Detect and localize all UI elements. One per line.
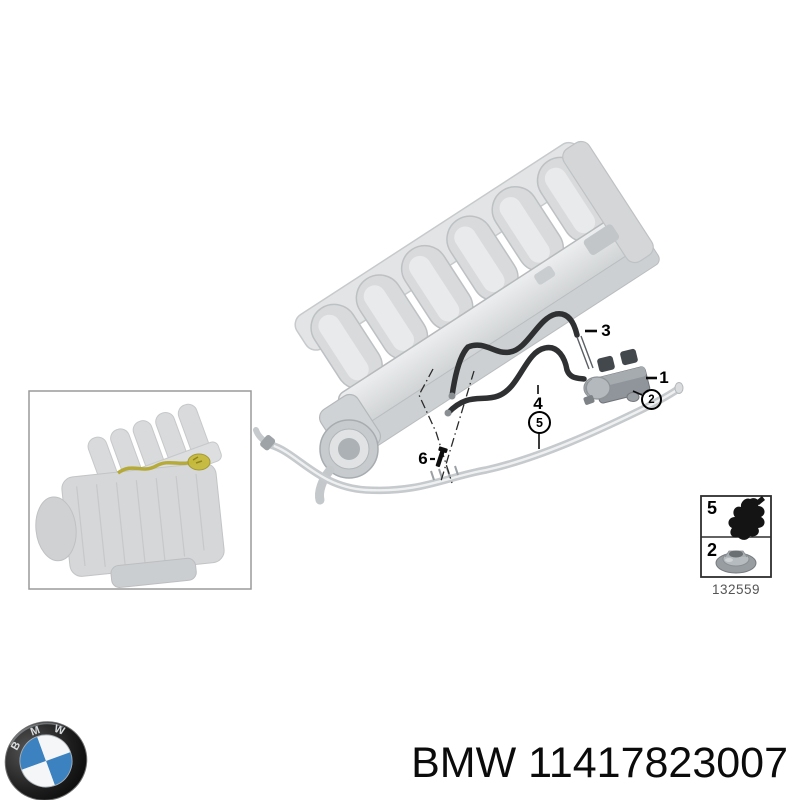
callout-6: 6: [418, 449, 428, 468]
engine-thumbnail: [35, 403, 225, 588]
vacuum-hose-3: [448, 311, 594, 400]
locator-lines: [418, 368, 475, 484]
cable-clip-icon: [728, 496, 765, 540]
callout-3: 3: [601, 321, 611, 340]
callout-1: 1: [659, 368, 669, 387]
flange-nut-icon: [715, 550, 757, 574]
callout-4: 4: [533, 394, 543, 413]
throttle-body: [315, 393, 382, 505]
part-number-text: BMW 11417823007: [411, 739, 788, 787]
callout-5-circled: 5: [528, 411, 551, 434]
intake-manifold-illustration: [294, 140, 660, 449]
callout-2-circled: 2: [641, 389, 662, 410]
legend-item-5-number: 5: [706, 498, 717, 518]
manifold-runners: [310, 156, 610, 390]
vacuum-hose-4: [444, 344, 587, 417]
highlighted-vacuum-parts: [116, 453, 211, 475]
bolt-icon: [435, 446, 448, 468]
engine-location-inset: [28, 390, 252, 590]
legend-item-2-number: 2: [706, 540, 717, 560]
logo-letter-w: W: [52, 723, 66, 738]
vacuum-control-valve: [583, 348, 651, 405]
logo-letter-m: M: [29, 724, 42, 738]
bmw-logo: B M W: [4, 721, 88, 800]
diagram-reference-number: 132559: [711, 582, 761, 597]
callout-leader-lines: [430, 329, 657, 461]
legend-box: [700, 495, 772, 578]
